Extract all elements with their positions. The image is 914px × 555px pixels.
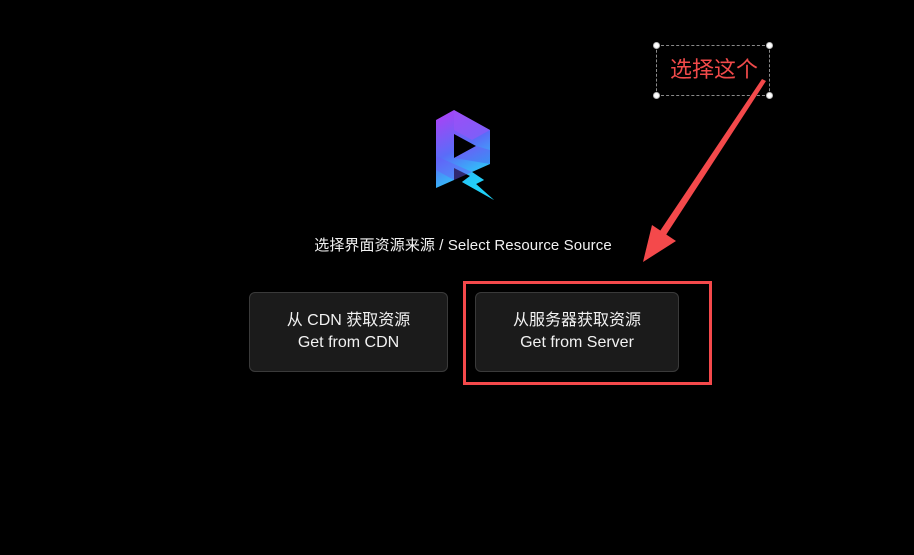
button-label-en: Get from Server [520,334,634,351]
annotation-text: 选择这个 [669,57,758,82]
button-label-en: Get from CDN [297,334,400,351]
button-label-zh: 从服务器获取资源 [512,312,641,329]
resize-handle-bottom-left[interactable] [653,92,660,99]
resize-handle-bottom-right[interactable] [766,92,773,99]
resize-handle-top-right[interactable] [766,42,773,49]
annotation-callout: 选择这个 [653,42,773,99]
page-subtitle: 选择界面资源来源 / Select Resource Source [314,237,612,254]
get-from-cdn-button[interactable]: 从 CDN 获取资源 Get from CDN [249,292,448,372]
app-logo-icon [436,110,494,200]
get-from-server-button[interactable]: 从服务器获取资源 Get from Server [475,292,679,372]
resize-handle-top-left[interactable] [653,42,660,49]
button-label-zh: 从 CDN 获取资源 [286,312,411,329]
